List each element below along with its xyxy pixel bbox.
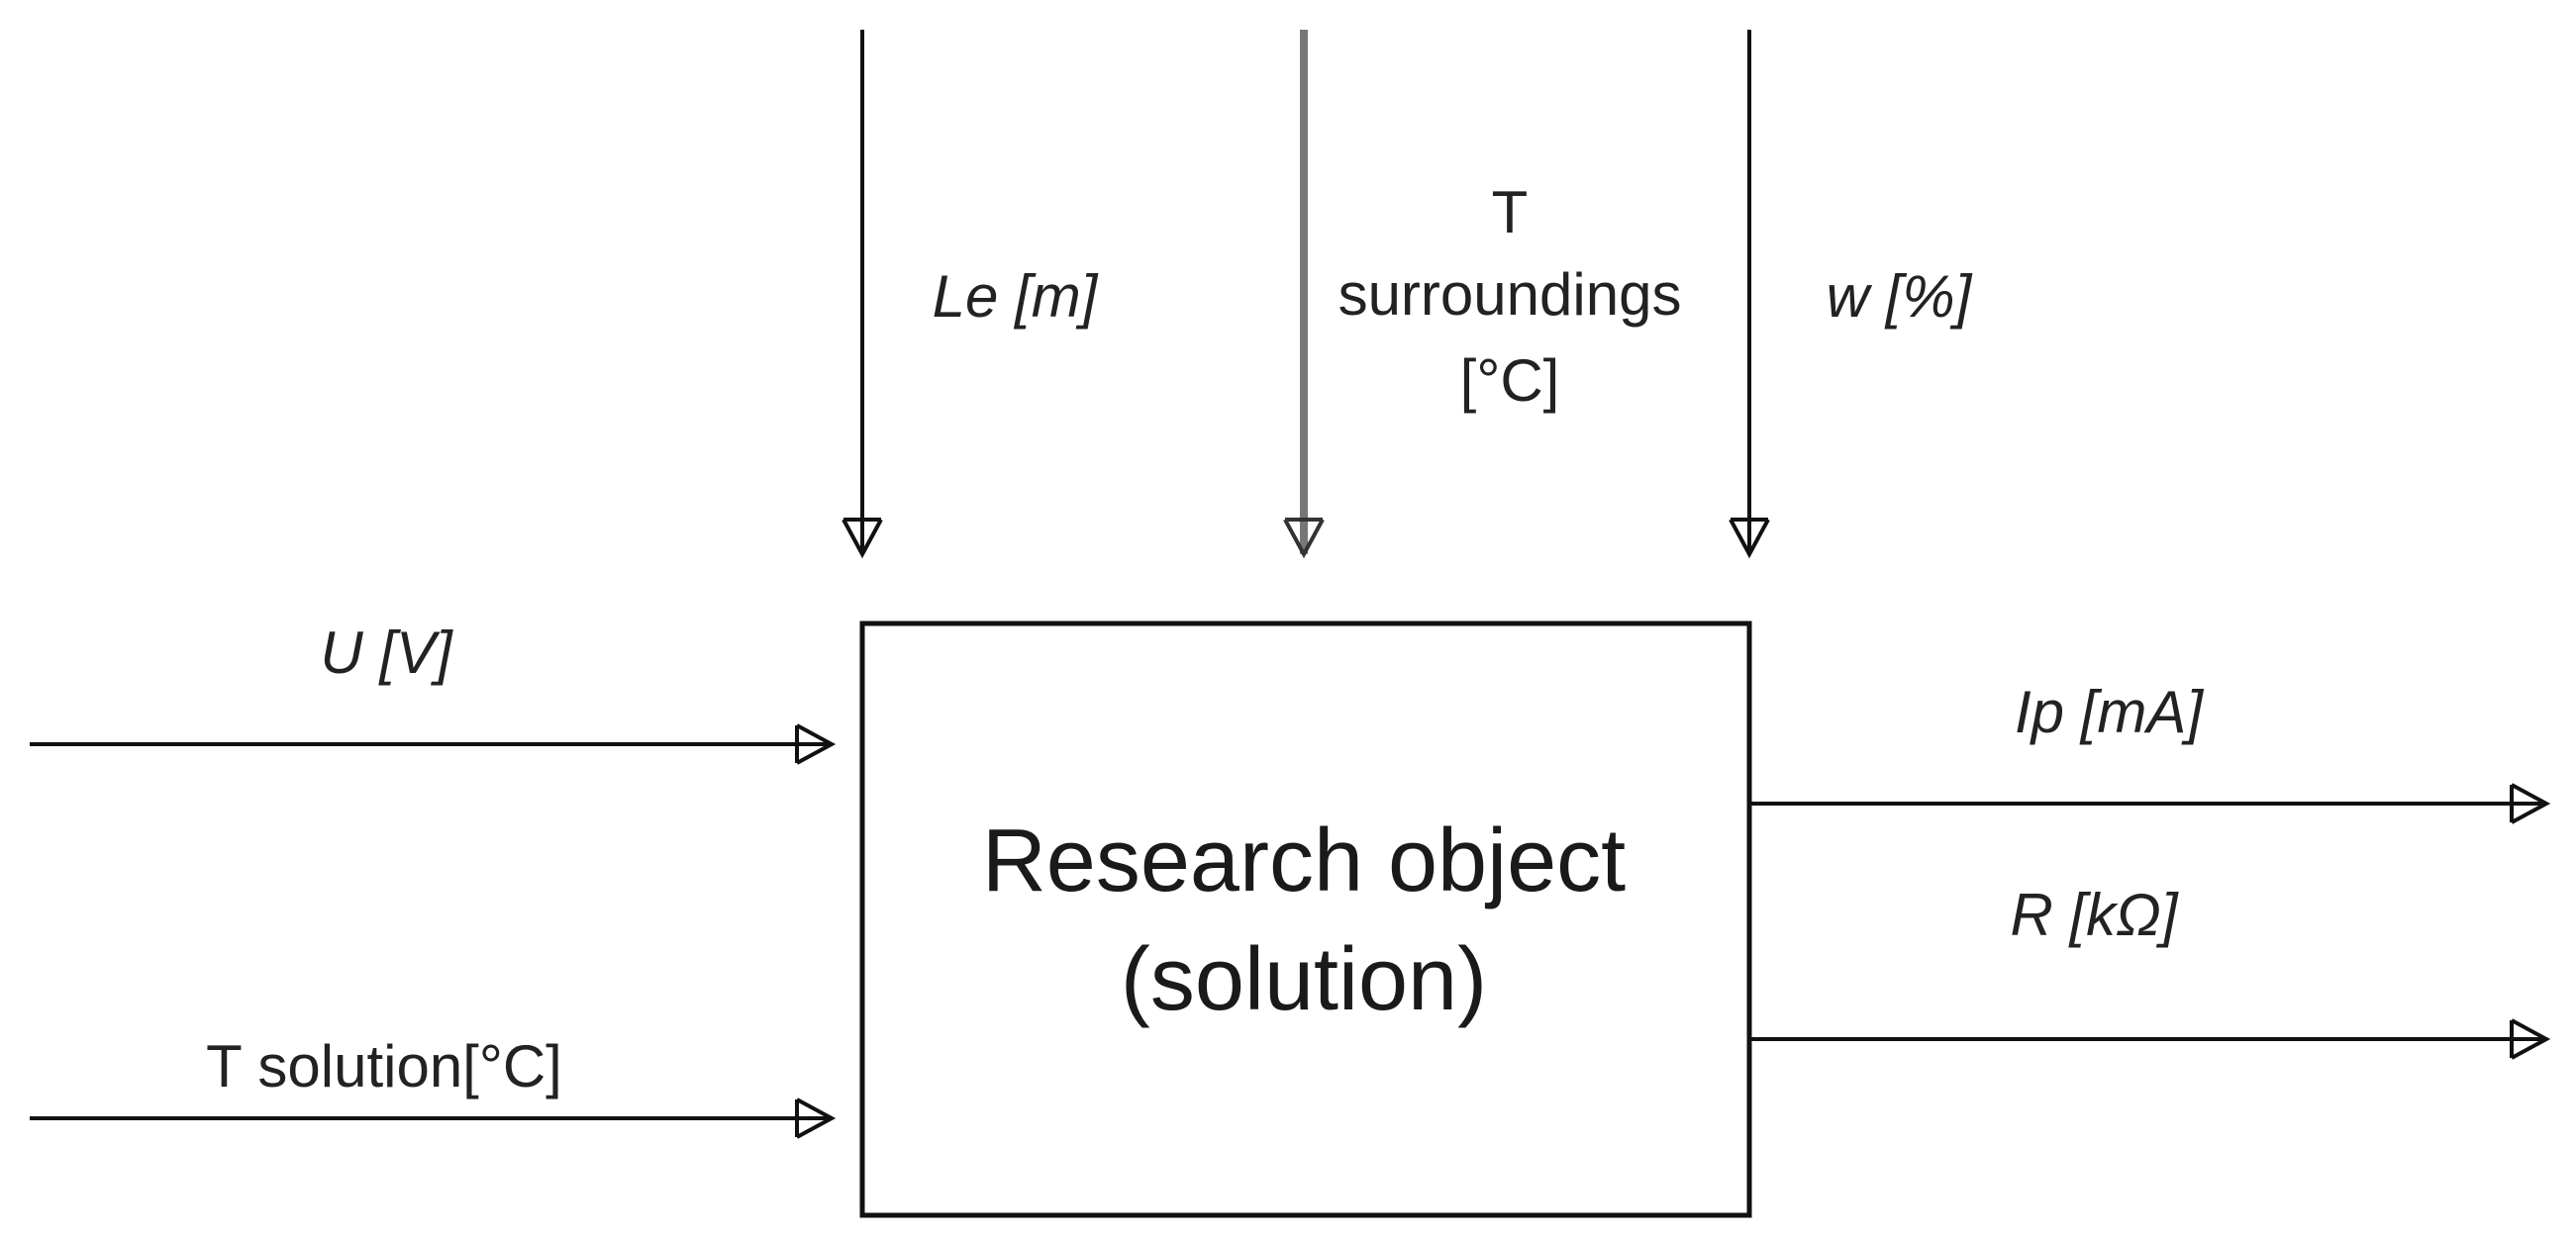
label-t-surroundings-line3: [°C] <box>1460 347 1560 414</box>
label-t-surroundings-line1: T <box>1492 179 1529 245</box>
box-label-line1: Research object <box>982 812 1626 910</box>
arrow-w <box>1729 30 1770 559</box>
label-t-surroundings-line2: surroundings <box>1338 261 1682 328</box>
label-ip: Ip [mA] <box>2015 679 2204 745</box>
box-label-line2: (solution) <box>1121 930 1487 1029</box>
arrow-t-surroundings <box>1283 30 1325 559</box>
arrow-t-solution <box>30 1098 837 1139</box>
label-voltage: U [V] <box>320 620 453 686</box>
arrow-ip <box>1749 783 2551 824</box>
arrow-le <box>842 30 883 559</box>
research-object-box <box>859 621 1752 1218</box>
arrow-voltage <box>30 723 837 765</box>
arrow-r <box>1749 1018 2551 1060</box>
label-le: Le [m] <box>933 263 1099 330</box>
label-w: w [%] <box>1827 263 1973 330</box>
label-t-solution: T solution[°C] <box>206 1033 562 1099</box>
label-r: R [kΩ] <box>2011 882 2179 948</box>
